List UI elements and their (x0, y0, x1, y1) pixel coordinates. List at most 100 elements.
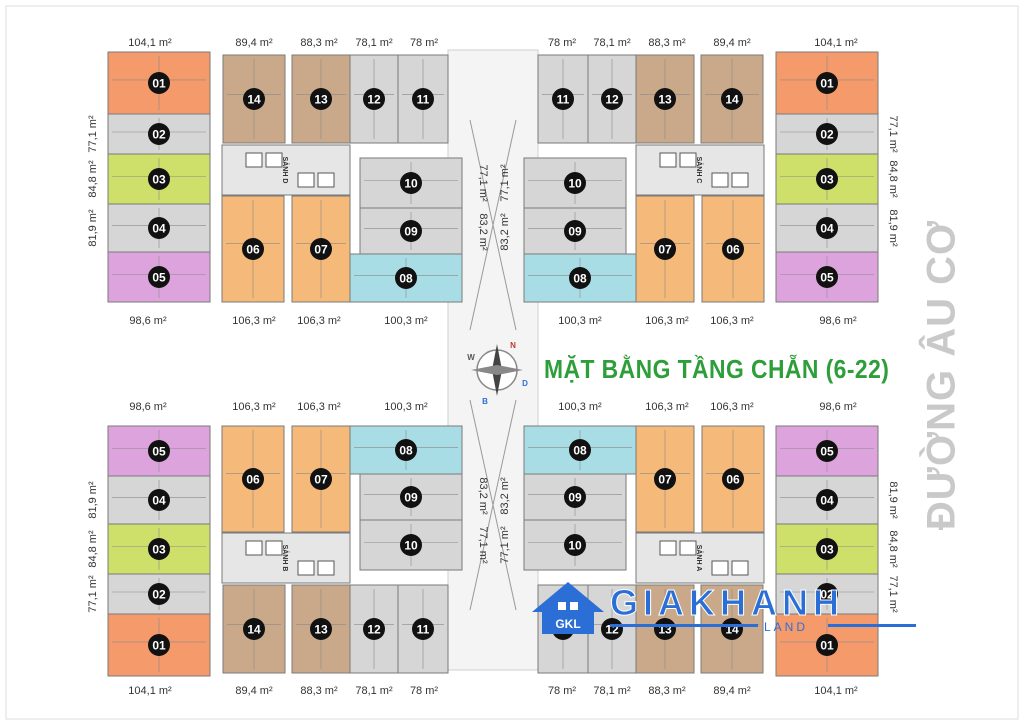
apartment-number-badge (148, 217, 170, 239)
area-label: 106,3 m² (710, 315, 754, 327)
apartment-number-badge (148, 583, 170, 605)
apartment-number: 03 (152, 543, 166, 557)
apartment-number: 08 (573, 272, 587, 286)
apartment-number: 08 (573, 444, 587, 458)
apartment-number: 07 (314, 473, 328, 487)
apartment-number-badge (148, 72, 170, 94)
area-label: 78 m² (410, 37, 438, 49)
elevator-shaft (265, 540, 283, 556)
apartment-number: 07 (658, 473, 672, 487)
elevator-shaft (245, 152, 263, 168)
central-corridor (447, 49, 539, 671)
elevator-shaft (659, 152, 677, 168)
apartment-number-badge (654, 238, 676, 260)
apartment-number: 10 (404, 539, 418, 553)
area-label: 77,1 m² (87, 575, 99, 613)
apartment-number: 03 (152, 173, 166, 187)
apartment-number-badge (310, 238, 332, 260)
area-label: 106,3 m² (232, 315, 276, 327)
apartment-number-badge (816, 489, 838, 511)
apartment-number: 11 (557, 93, 570, 107)
apartment-number-badge (310, 468, 332, 490)
apartment-number-badge (363, 618, 385, 640)
apartment-number: 02 (152, 128, 166, 142)
elevator-shaft (711, 172, 729, 188)
area-label: 81,9 m² (87, 209, 99, 247)
apartment-number: 10 (404, 177, 418, 191)
logo-badge-text: GKL (555, 617, 580, 631)
area-label: 78,1 m² (355, 685, 393, 697)
apartment-number-badge (722, 238, 744, 260)
page-border (5, 5, 1019, 720)
apartment-number: 11 (417, 623, 430, 637)
area-label: 83,2 m² (477, 213, 489, 251)
area-label: 81,9 m² (887, 209, 899, 247)
apartment-number-badge (412, 88, 434, 110)
apartment-number-badge (310, 88, 332, 110)
apartment-number: 01 (152, 639, 166, 653)
area-label: 77,1 m² (477, 164, 489, 202)
area-label: 81,9 m² (887, 481, 899, 519)
apartment-number: 01 (820, 77, 834, 91)
corridor-line (469, 119, 517, 331)
apartment-number: 07 (658, 243, 672, 257)
elevator-shaft (711, 560, 729, 576)
apartment-number: 12 (605, 93, 619, 107)
apartment-number: 12 (367, 93, 381, 107)
area-label: 78,1 m² (593, 37, 631, 49)
block-a: SẢNH A0102030405141312111009080607 (523, 425, 879, 677)
apartment-number: 13 (314, 93, 328, 107)
area-label: 104,1 m² (814, 685, 858, 697)
apartment-number-badge (148, 489, 170, 511)
lobby-label: SẢNH C (695, 157, 704, 184)
lobby-label: SẢNH A (695, 545, 704, 572)
area-label: 78 m² (548, 685, 576, 697)
apartment-number-badge (601, 618, 623, 640)
apartment-number-badge (243, 618, 265, 640)
apartment-number-badge (363, 88, 385, 110)
apartment-number: 08 (399, 272, 413, 286)
apartment-number-badge (816, 583, 838, 605)
apartment-number-badge (310, 618, 332, 640)
area-label: 98,6 m² (819, 315, 857, 327)
compass-direction-label: N (510, 341, 516, 350)
street-name-text: ĐƯỜNG ÂU CƠ (919, 219, 964, 531)
apartment-number: 02 (820, 588, 834, 602)
apartment-number-badge (721, 88, 743, 110)
apartment-number-badge (569, 439, 591, 461)
elevator-shaft (265, 152, 283, 168)
apartment-number-badge (148, 538, 170, 560)
apartment-number-badge (816, 72, 838, 94)
area-label: 84,8 m² (887, 160, 899, 198)
apartment-number-badge (400, 220, 422, 242)
apartment-number-badge (816, 440, 838, 462)
apartment-number-badge (148, 168, 170, 190)
area-label: 106,3 m² (297, 401, 341, 413)
area-label: 88,3 m² (300, 37, 338, 49)
elevator-shaft (317, 172, 335, 188)
apartment-number: 08 (399, 444, 413, 458)
elevator-shaft (297, 172, 315, 188)
apartment-number: 06 (726, 243, 740, 257)
apartment-number-badge (816, 266, 838, 288)
apartment-number: 03 (820, 173, 834, 187)
area-label: 98,6 m² (129, 401, 167, 413)
apartment-number: 01 (820, 639, 834, 653)
elevator-shaft (679, 540, 697, 556)
apartment-number-badge (816, 168, 838, 190)
area-label: 104,1 m² (128, 685, 172, 697)
apartment-number: 05 (820, 271, 834, 285)
area-label: 89,4 m² (713, 37, 751, 49)
compass-needle (471, 365, 523, 375)
area-label: 77,1 m² (477, 526, 489, 564)
apartment-number: 02 (152, 588, 166, 602)
area-label: 89,4 m² (235, 685, 273, 697)
area-label: 100,3 m² (384, 315, 428, 327)
area-label: 106,3 m² (645, 315, 689, 327)
apartment-number-badge (552, 88, 574, 110)
logo-name: GIAKHANH (610, 582, 844, 624)
apartment-number: 04 (152, 494, 166, 508)
